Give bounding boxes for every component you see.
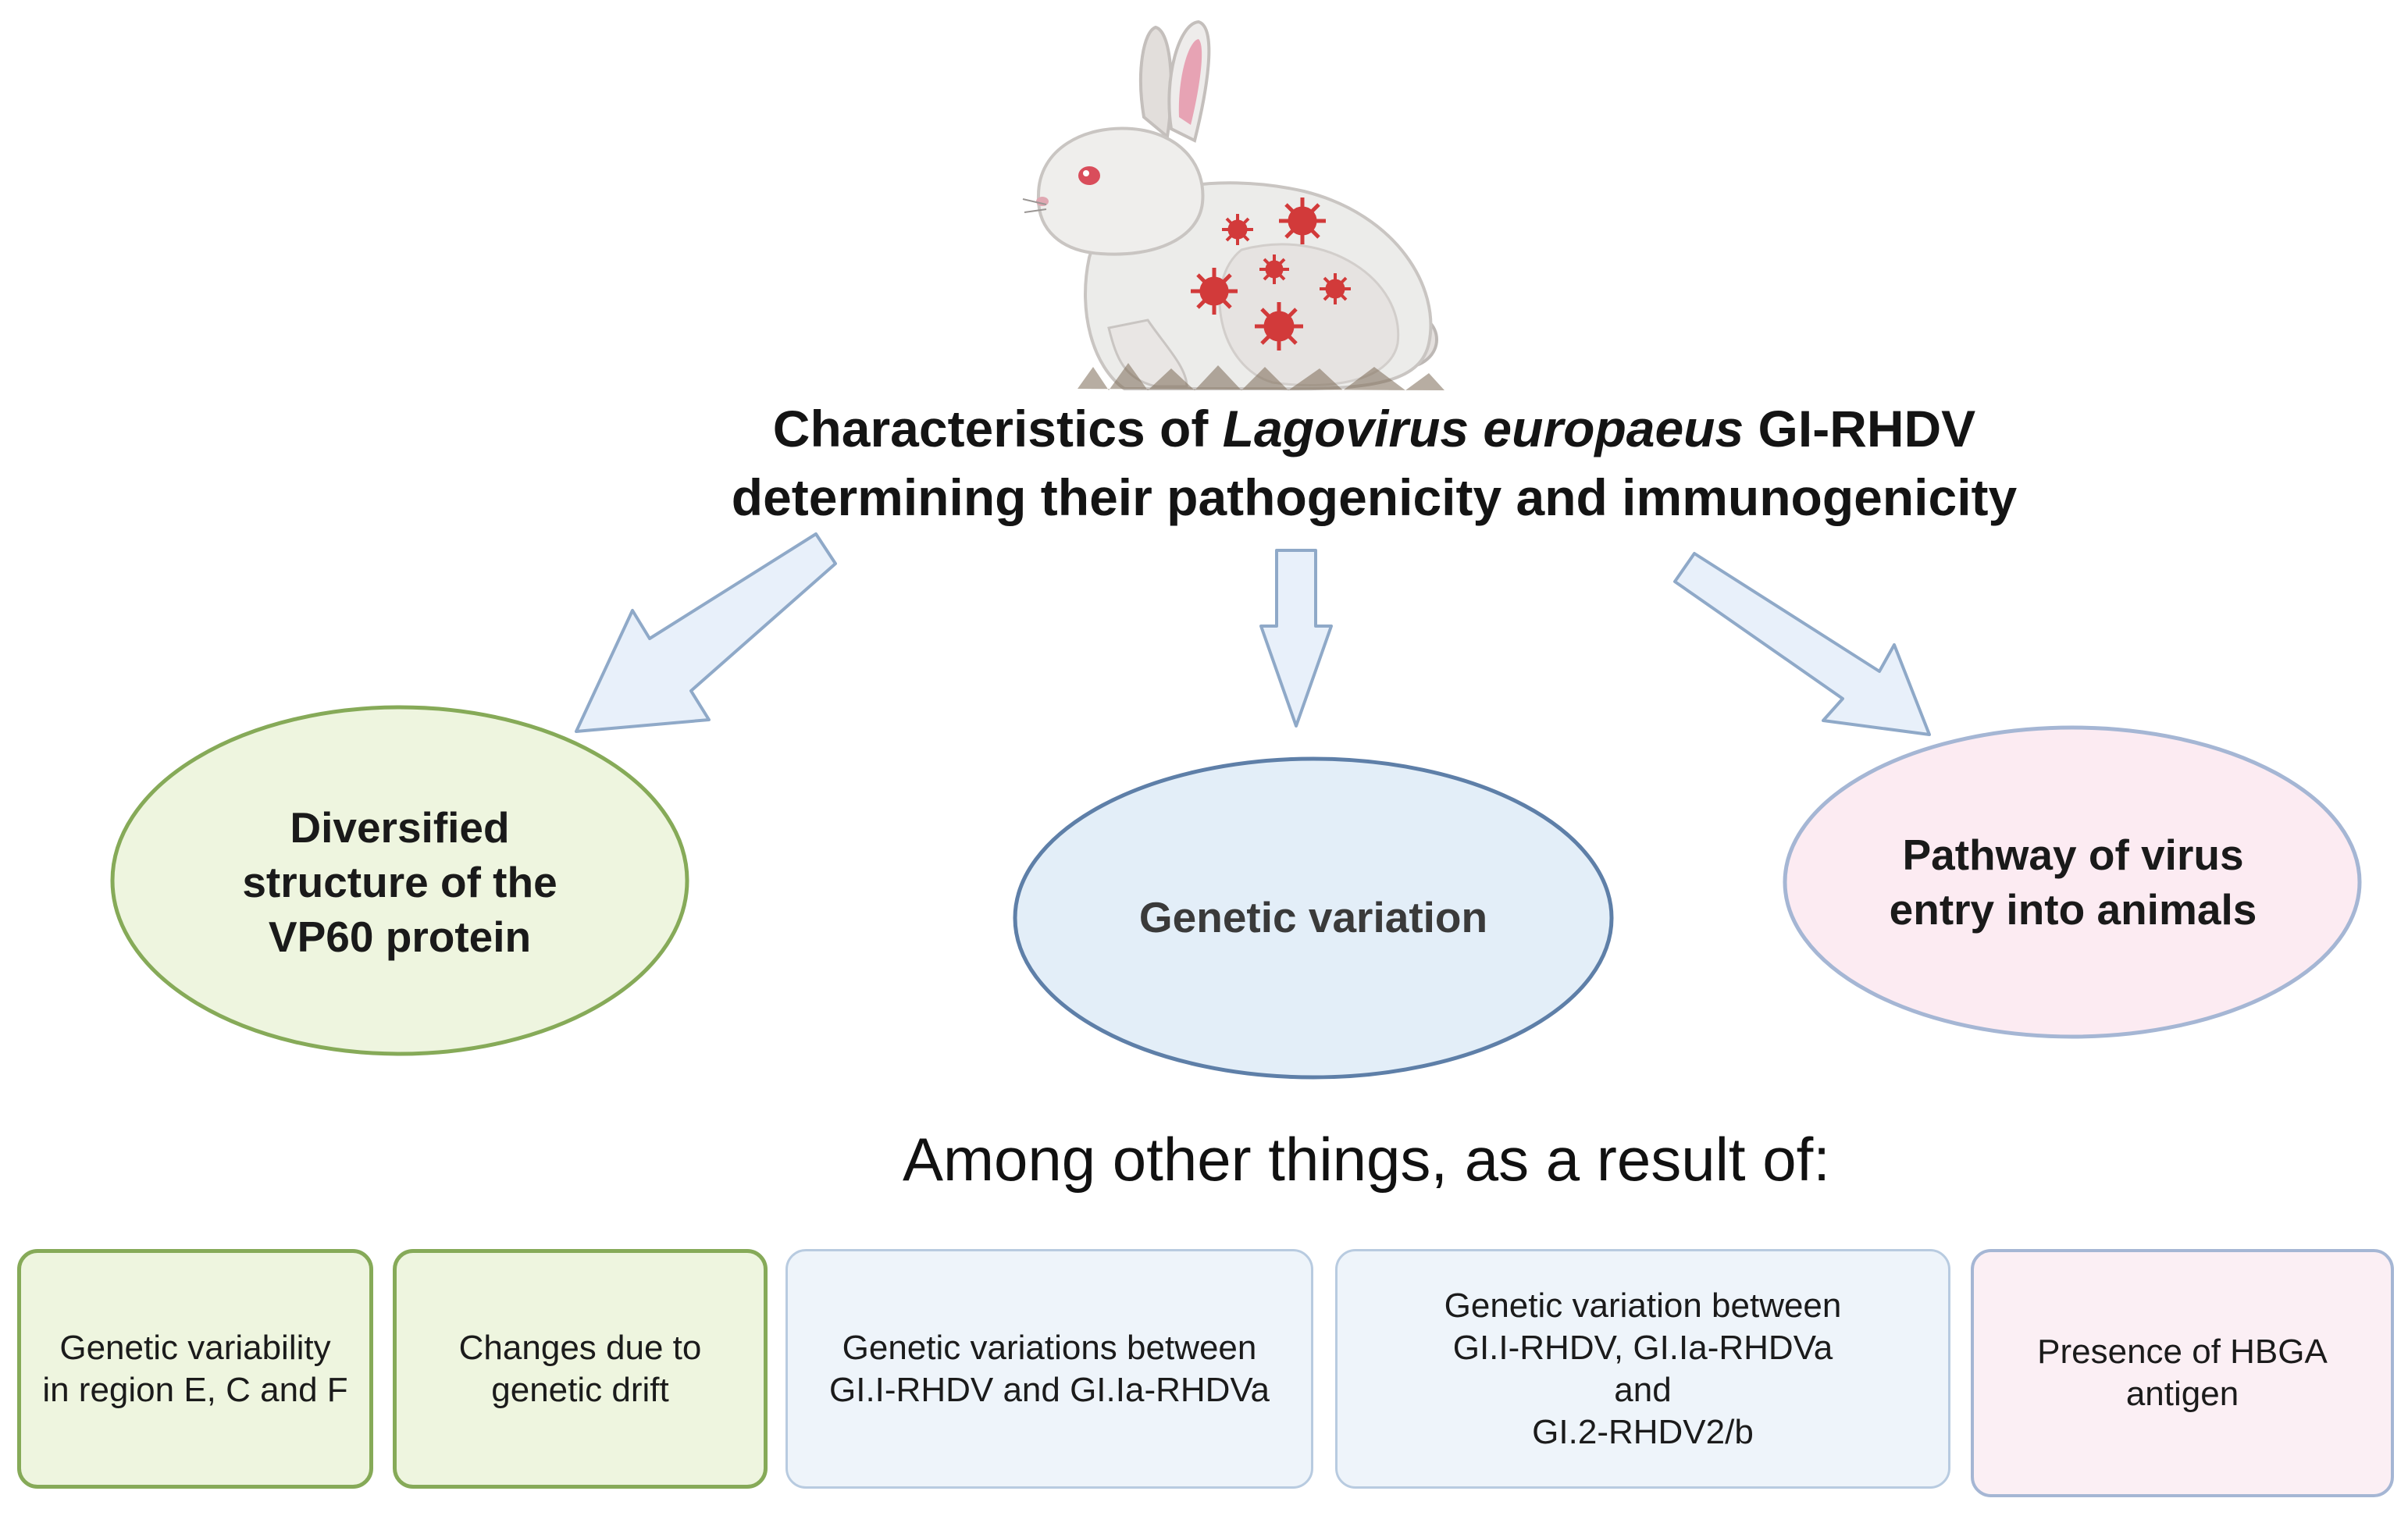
- box-line: in region E, C and F: [42, 1370, 348, 1409]
- box-line: GI.I-RHDV, GI.Ia-RHDVa: [1452, 1328, 1833, 1367]
- box-line: and: [1614, 1370, 1672, 1409]
- box-hbga-antigen: Presence of HBGA antigen: [1971, 1249, 2394, 1497]
- rabbit-illustration: [1022, 20, 1444, 391]
- virus-icon: [1259, 254, 1289, 284]
- oval-vp60: [110, 705, 689, 1056]
- arrow-center: [1259, 549, 1333, 728]
- box-line: genetic drift: [491, 1370, 669, 1409]
- virus-icon: [1255, 302, 1303, 351]
- oval-genetic-variation: [1013, 756, 1614, 1080]
- oval-pathway: [1783, 725, 2362, 1039]
- virus-icons: [1191, 198, 1351, 351]
- box-line: GI.I-RHDV and GI.Ia-RHDVa: [829, 1370, 1270, 1409]
- box-line: Genetic variations between: [842, 1328, 1257, 1367]
- diagram-title: Characteristics of Lagovirus europaeus G…: [437, 394, 2311, 532]
- title-species: Lagovirus europaeus: [1222, 400, 1744, 457]
- title-prefix: Characteristics of: [772, 400, 1223, 457]
- virus-icon: [1222, 214, 1253, 245]
- virus-icon: [1279, 198, 1326, 244]
- box-line: Genetic variability: [59, 1328, 331, 1367]
- oval-label-genetic-variation: Genetic variation: [1138, 893, 1488, 941]
- subheading: Among other things, as a result of:: [903, 1125, 1830, 1194]
- oval-label-pathway: Pathway of virus entry into animals: [1889, 831, 2257, 934]
- virus-icon: [1320, 273, 1351, 304]
- arrow-right: [1673, 552, 1931, 736]
- box-line: antigen: [2125, 1375, 2239, 1413]
- box-line: Genetic variation between: [1444, 1286, 1842, 1325]
- arrow-left: [575, 532, 837, 733]
- virus-icon: [1191, 268, 1238, 315]
- title-suffix: GI-RHDV: [1744, 400, 1976, 457]
- title-line2: determining their pathogenicity and immu…: [731, 468, 2018, 526]
- box-line: Presence of HBGA: [2037, 1333, 2328, 1371]
- oval-label-vp60: Diversified structure of the VP60 protei…: [242, 803, 557, 961]
- box-line: GI.2-RHDV2/b: [1532, 1412, 1754, 1451]
- arrows: [575, 532, 1931, 736]
- box-line: Changes due to: [458, 1328, 702, 1367]
